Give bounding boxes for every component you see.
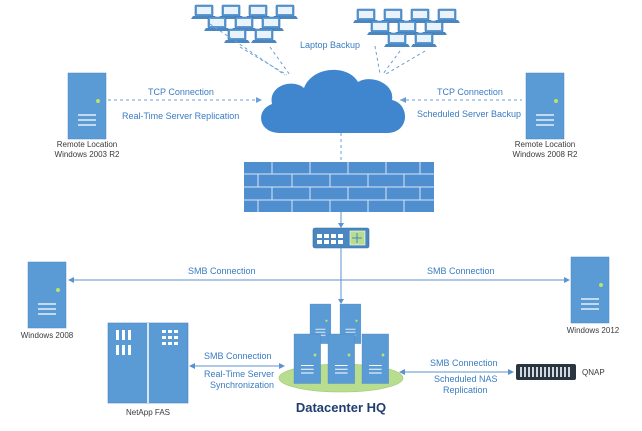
nas-repl-label-1: Scheduled NAS <box>434 374 498 384</box>
remote-right-label-2: Windows 2008 R2 <box>513 150 578 159</box>
remote-server-right <box>525 72 565 140</box>
windows-2008-label: Windows 2008 <box>21 331 74 340</box>
windows-2012-label: Windows 2012 <box>567 326 620 335</box>
datacenter-icon <box>278 303 404 393</box>
firewall-icon <box>244 162 434 212</box>
netapp-label: NetApp FAS <box>126 408 170 417</box>
nas-repl-label-2: Replication <box>443 385 488 395</box>
netapp-icon <box>107 322 189 404</box>
cloud-icon <box>261 69 406 133</box>
tcp-right-label: TCP Connection <box>437 87 503 97</box>
netapp-link <box>189 363 285 369</box>
qnap-link <box>399 369 514 375</box>
smb-left-label: SMB Connection <box>188 266 256 276</box>
smb-netapp-label: SMB Connection <box>204 351 272 361</box>
sync-netapp-label-1: Real-Time Server <box>204 369 274 379</box>
smb-main-link <box>68 277 570 283</box>
tcp-left-label: TCP Connection <box>148 87 214 97</box>
sync-netapp-label-2: Synchronization <box>210 380 274 390</box>
laptop-group-right <box>352 8 461 48</box>
remote-left-label-1: Remote Location <box>57 140 117 149</box>
remote-right-label-1: Remote Location <box>515 140 575 149</box>
datacenter-title: Datacenter HQ <box>296 400 386 415</box>
laptop-group-left <box>190 4 299 44</box>
laptop-backup-label: Laptop Backup <box>300 40 360 50</box>
replication-left-label: Real-Time Server Replication <box>122 111 239 121</box>
qnap-label: QNAP <box>582 368 605 377</box>
switch-icon <box>312 227 370 249</box>
backup-right-label: Scheduled Server Backup <box>417 109 521 119</box>
qnap-icon <box>516 364 576 380</box>
laptop-links <box>209 23 426 76</box>
remote-left-label-2: Windows 2003 R2 <box>55 150 120 159</box>
server-windows-2012 <box>570 256 610 324</box>
smb-right-label: SMB Connection <box>427 266 495 276</box>
smb-qnap-label: SMB Connection <box>430 358 498 368</box>
remote-server-left <box>67 72 107 140</box>
tcp-links <box>108 97 522 103</box>
server-windows-2008 <box>27 261 67 329</box>
